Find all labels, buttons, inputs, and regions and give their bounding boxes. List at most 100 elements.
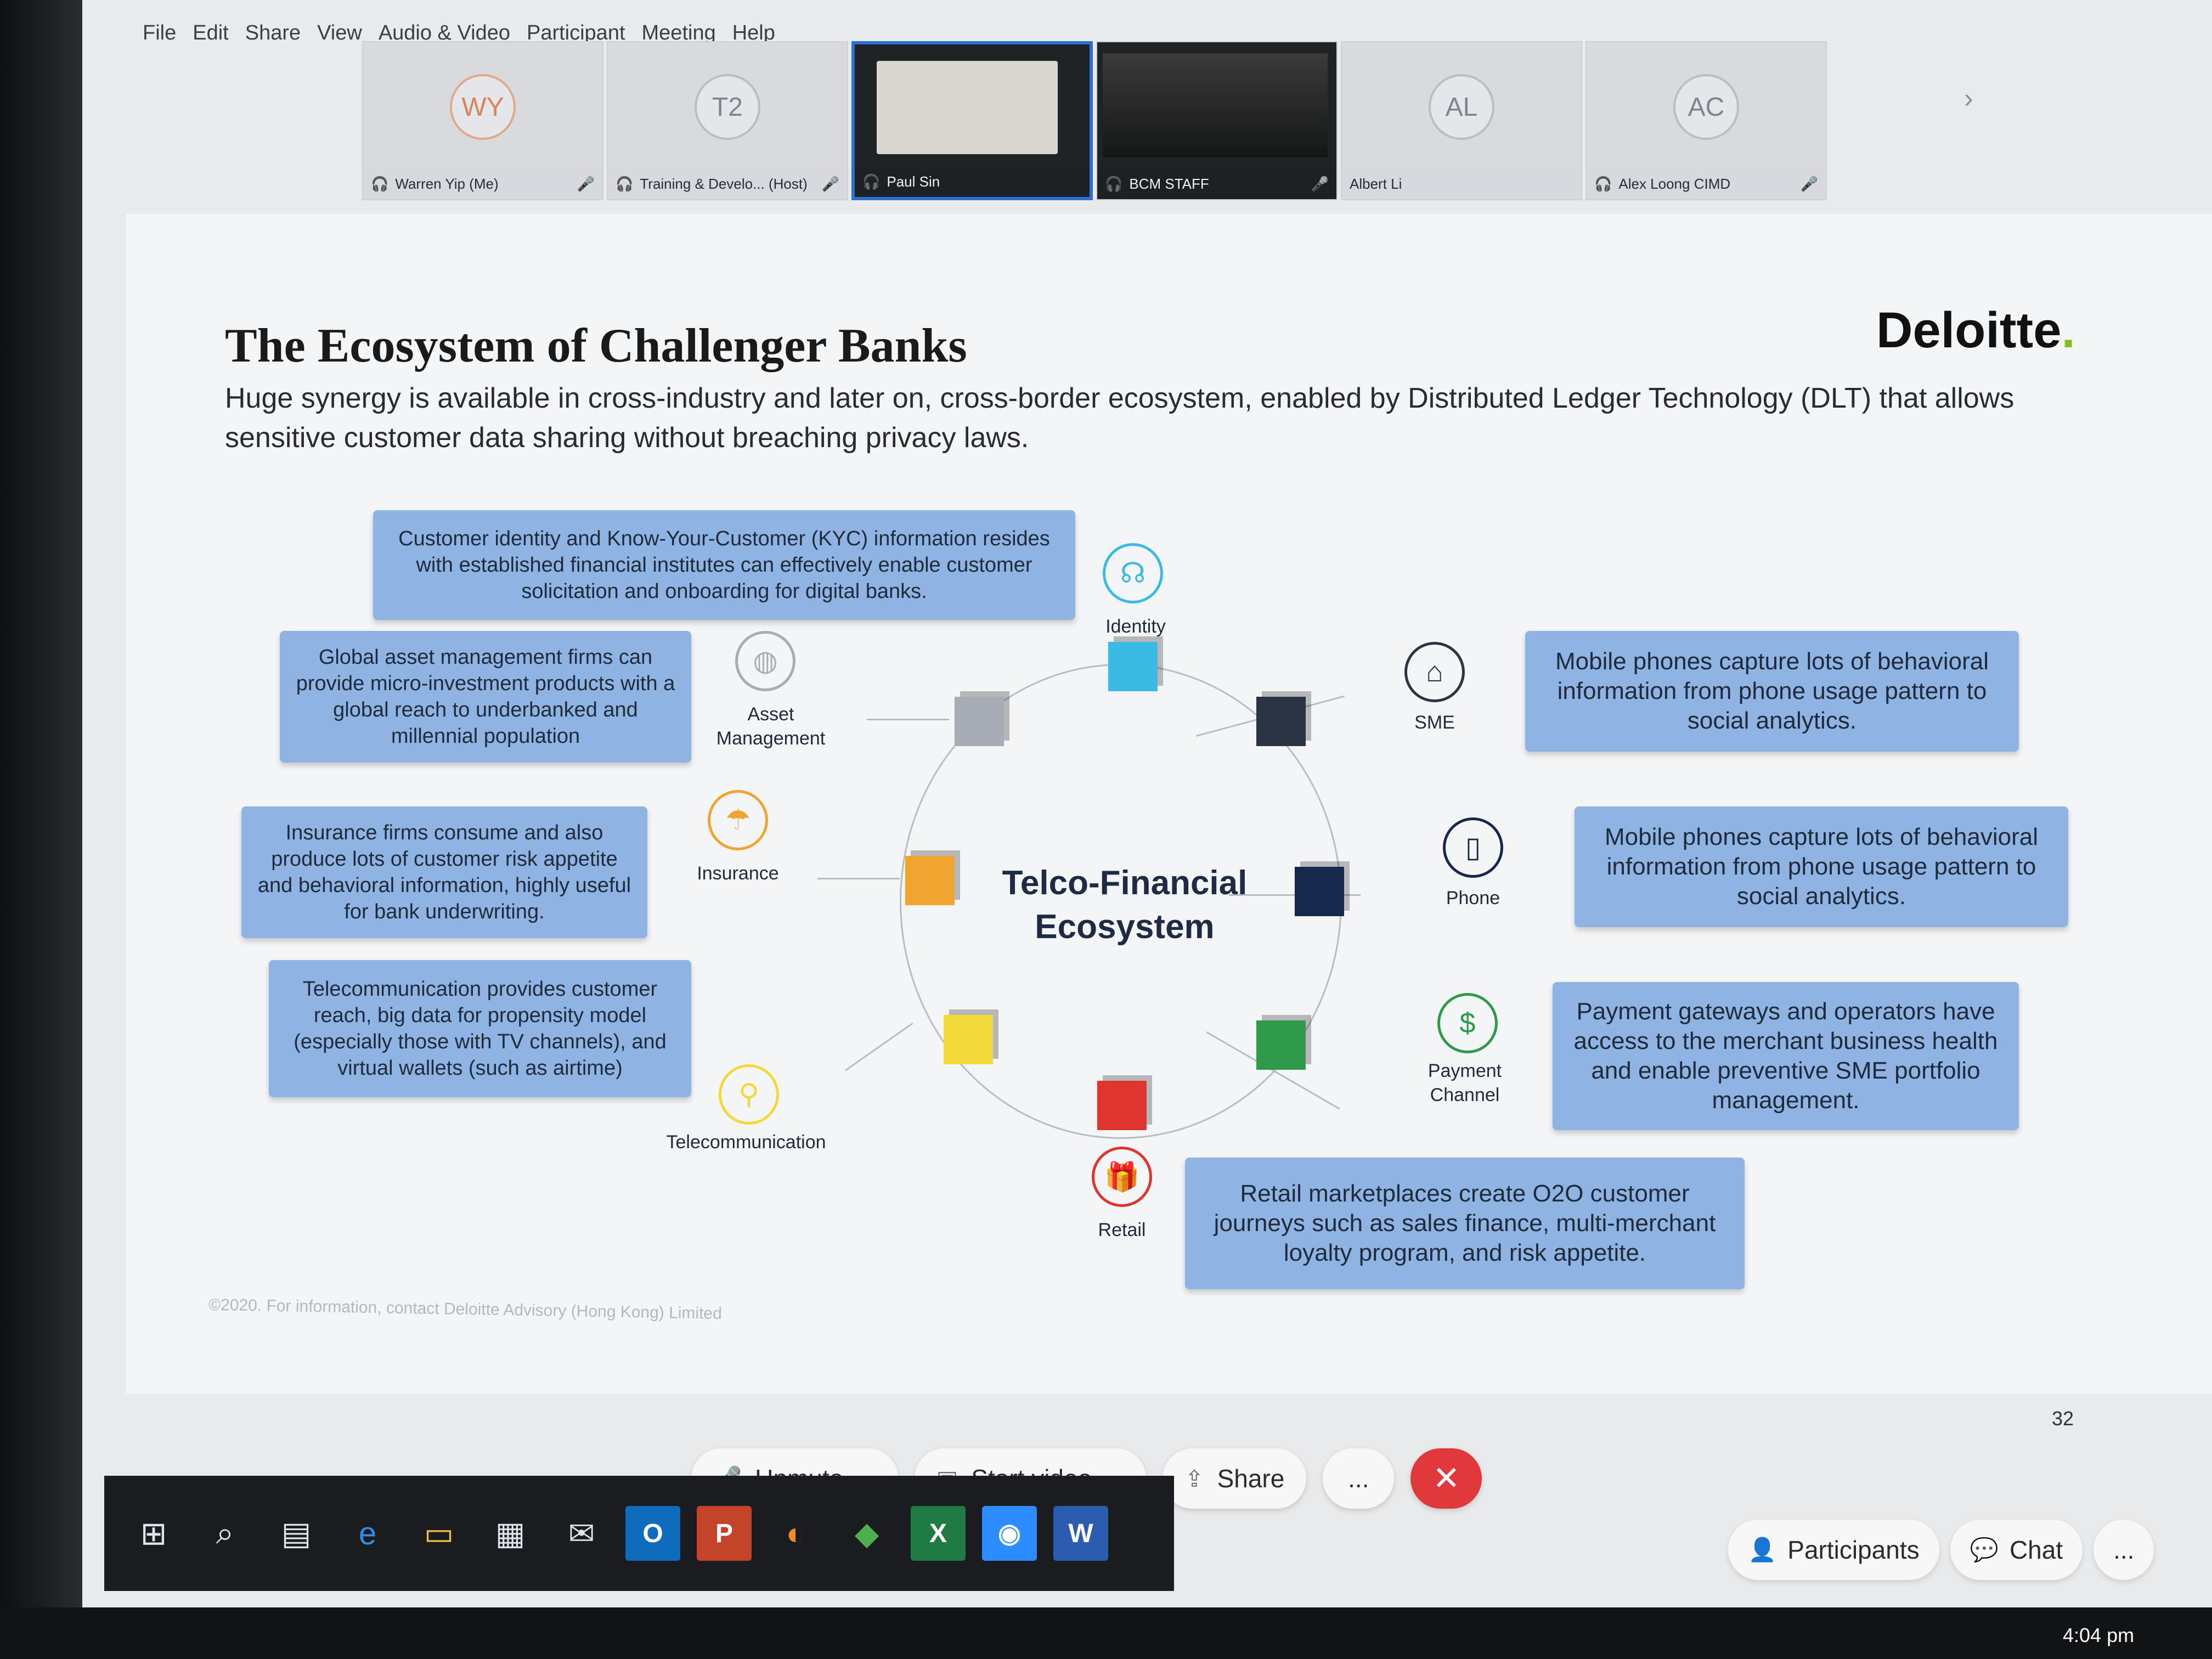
menu-bar: File Edit Share View Audio & Video Parti… bbox=[143, 11, 775, 55]
sme-label: SME bbox=[1414, 712, 1455, 733]
participant-tile-video[interactable]: 🎧 BCM STAFF 🎤 bbox=[1096, 41, 1338, 200]
participant-strip: WY 🎧 Warren Yip (Me) 🎤 T2 🎧 Training & D… bbox=[362, 41, 1931, 200]
telecommunication-box: Telecommunication provides customer reac… bbox=[269, 960, 691, 1097]
search-icon[interactable]: ⌕ bbox=[216, 1515, 234, 1551]
edge-browser-icon[interactable]: e bbox=[358, 1515, 377, 1551]
gift-icon: 🎁 bbox=[1092, 1147, 1152, 1207]
sme-cube bbox=[1256, 697, 1306, 746]
insurance-label: Insurance bbox=[697, 863, 779, 884]
identity-cube bbox=[1108, 642, 1158, 691]
headset-icon: 🎧 bbox=[862, 173, 881, 190]
menu-share[interactable]: Share bbox=[245, 21, 301, 44]
menu-help[interactable]: Help bbox=[732, 21, 775, 44]
menu-view[interactable]: View bbox=[317, 21, 362, 44]
ecosystem-center-label: Telco-Financial Ecosystem bbox=[1002, 864, 1248, 946]
powerpoint-icon[interactable]: P bbox=[697, 1506, 752, 1561]
menu-audio-video[interactable]: Audio & Video bbox=[378, 21, 510, 44]
windows-start-icon[interactable]: ⊞ bbox=[140, 1516, 167, 1551]
identity-label: Identity bbox=[1105, 616, 1166, 637]
menu-participant[interactable]: Participant bbox=[526, 21, 625, 44]
slide-title: The Ecosystem of Challenger Banks bbox=[225, 319, 967, 373]
phone-cube bbox=[1295, 867, 1344, 916]
retail-box: Retail marketplaces create O2O customer … bbox=[1185, 1158, 1745, 1289]
asset-management-box: Global asset management firms can provid… bbox=[280, 631, 691, 763]
store-icon[interactable]: ▦ bbox=[495, 1516, 526, 1551]
participant-tile[interactable]: AC 🎧 Alex Loong CIMD 🎤 bbox=[1585, 41, 1827, 200]
mic-muted-icon: 🎤 bbox=[1311, 175, 1329, 192]
identity-icon: ☊ bbox=[1103, 543, 1163, 603]
more-options-button[interactable]: ... bbox=[1323, 1448, 1395, 1509]
share-button[interactable]: ⇪ Share bbox=[1163, 1448, 1307, 1509]
participant-name: Warren Yip (Me) bbox=[395, 175, 499, 192]
asset-management-label: Asset Management bbox=[716, 704, 826, 749]
mic-muted-icon: 🎤 bbox=[1800, 175, 1818, 192]
insurance-cube bbox=[905, 856, 955, 905]
identity-box: Customer identity and Know-Your-Customer… bbox=[373, 510, 1075, 620]
umbrella-icon: ☂ bbox=[708, 790, 768, 850]
task-view-icon[interactable]: ▤ bbox=[281, 1516, 312, 1551]
monitor-bezel bbox=[0, 1607, 2212, 1659]
retail-label: Retail bbox=[1098, 1220, 1146, 1240]
clock: 4:04 pm bbox=[2063, 1624, 2135, 1646]
mic-muted-icon: 🎤 bbox=[821, 175, 839, 192]
zoom-app-icon[interactable]: ◉ bbox=[982, 1506, 1037, 1561]
piggy-bank-icon: ◍ bbox=[735, 631, 795, 691]
phone-box: Mobile phones capture lots of behavioral… bbox=[1575, 806, 2068, 927]
payment-icon: $ bbox=[1437, 993, 1498, 1053]
slide-subtitle: Huge synergy is available in cross-indus… bbox=[225, 382, 2015, 454]
word-icon[interactable]: W bbox=[1053, 1506, 1108, 1561]
page-number: 32 bbox=[2052, 1407, 2074, 1430]
file-explorer-icon[interactable]: ▭ bbox=[424, 1516, 454, 1551]
participant-name: Training & Develo... (Host) bbox=[640, 175, 808, 192]
participant-name: Paul Sin bbox=[887, 173, 940, 190]
headset-icon: 🎧 bbox=[371, 175, 389, 192]
sme-box: Mobile phones capture lots of behavioral… bbox=[1525, 631, 2019, 752]
menu-file[interactable]: File bbox=[143, 21, 177, 44]
payment-cube bbox=[1256, 1020, 1306, 1070]
end-meeting-button[interactable]: ✕ bbox=[1410, 1448, 1482, 1509]
participant-tile[interactable]: T2 🎧 Training & Develo... (Host) 🎤 bbox=[607, 41, 848, 200]
slide-footer: ©2020. For information, contact Deloitte… bbox=[208, 1295, 723, 1323]
participant-name: Alex Loong CIMD bbox=[1618, 175, 1731, 192]
headset-icon: 🎧 bbox=[616, 175, 634, 192]
mic-muted-icon: 🎤 bbox=[577, 175, 595, 192]
antenna-icon: ⚲ bbox=[719, 1064, 779, 1125]
people-icon: 👤 bbox=[1748, 1536, 1777, 1562]
participants-button[interactable]: 👤 Participants bbox=[1728, 1520, 1939, 1580]
telecommunication-label: Telecommunication bbox=[666, 1132, 826, 1153]
video-feed bbox=[1103, 53, 1328, 157]
telecom-cube bbox=[944, 1015, 993, 1064]
payment-box: Payment gateways and operators have acce… bbox=[1553, 982, 2019, 1130]
chat-button[interactable]: 💬 Chat bbox=[1950, 1520, 2083, 1580]
avatar: AC bbox=[1673, 74, 1739, 140]
connector-line bbox=[867, 719, 949, 720]
panel-more-button[interactable]: ... bbox=[2094, 1520, 2154, 1580]
app-icon[interactable]: ◆ bbox=[854, 1516, 879, 1551]
headset-icon: 🎧 bbox=[1105, 175, 1123, 192]
retail-cube bbox=[1097, 1081, 1147, 1130]
app-icon[interactable]: ◐ bbox=[786, 1515, 805, 1551]
phone-icon: ▯ bbox=[1443, 817, 1503, 878]
share-icon: ⇪ bbox=[1184, 1465, 1204, 1492]
participant-tile[interactable]: WY 🎧 Warren Yip (Me) 🎤 bbox=[362, 41, 603, 200]
participant-tile[interactable]: AL Albert Li bbox=[1341, 41, 1582, 200]
participant-name: Albert Li bbox=[1350, 175, 1402, 192]
insurance-box: Insurance firms consume and also produce… bbox=[241, 806, 647, 938]
participant-tile-video-active[interactable]: 🎧 Paul Sin bbox=[851, 41, 1093, 200]
headset-icon: 🎧 bbox=[1594, 175, 1612, 192]
menu-edit[interactable]: Edit bbox=[193, 21, 229, 44]
factory-icon: ⌂ bbox=[1404, 642, 1465, 702]
video-feed bbox=[877, 61, 1058, 154]
chevron-right-icon[interactable]: › bbox=[1964, 83, 1973, 114]
panel-buttons: 👤 Participants 💬 Chat ... bbox=[1728, 1520, 2154, 1580]
asset-cube bbox=[955, 697, 1004, 746]
avatar: T2 bbox=[695, 74, 760, 140]
windows-taskbar: ⊞ ⌕ ▤ e ▭ ▦ ✉ O P ◐ ◆ X ◉ W bbox=[104, 1476, 1174, 1591]
excel-icon[interactable]: X bbox=[911, 1506, 966, 1561]
shared-slide: The Ecosystem of Challenger Banks Deloit… bbox=[126, 214, 2212, 1393]
payment-channel-label: Payment Channel bbox=[1427, 1060, 1502, 1105]
mail-icon[interactable]: ✉ bbox=[568, 1516, 595, 1551]
participant-name: BCM STAFF bbox=[1129, 175, 1209, 192]
menu-meeting[interactable]: Meeting bbox=[641, 21, 716, 44]
outlook-icon[interactable]: O bbox=[625, 1506, 680, 1561]
